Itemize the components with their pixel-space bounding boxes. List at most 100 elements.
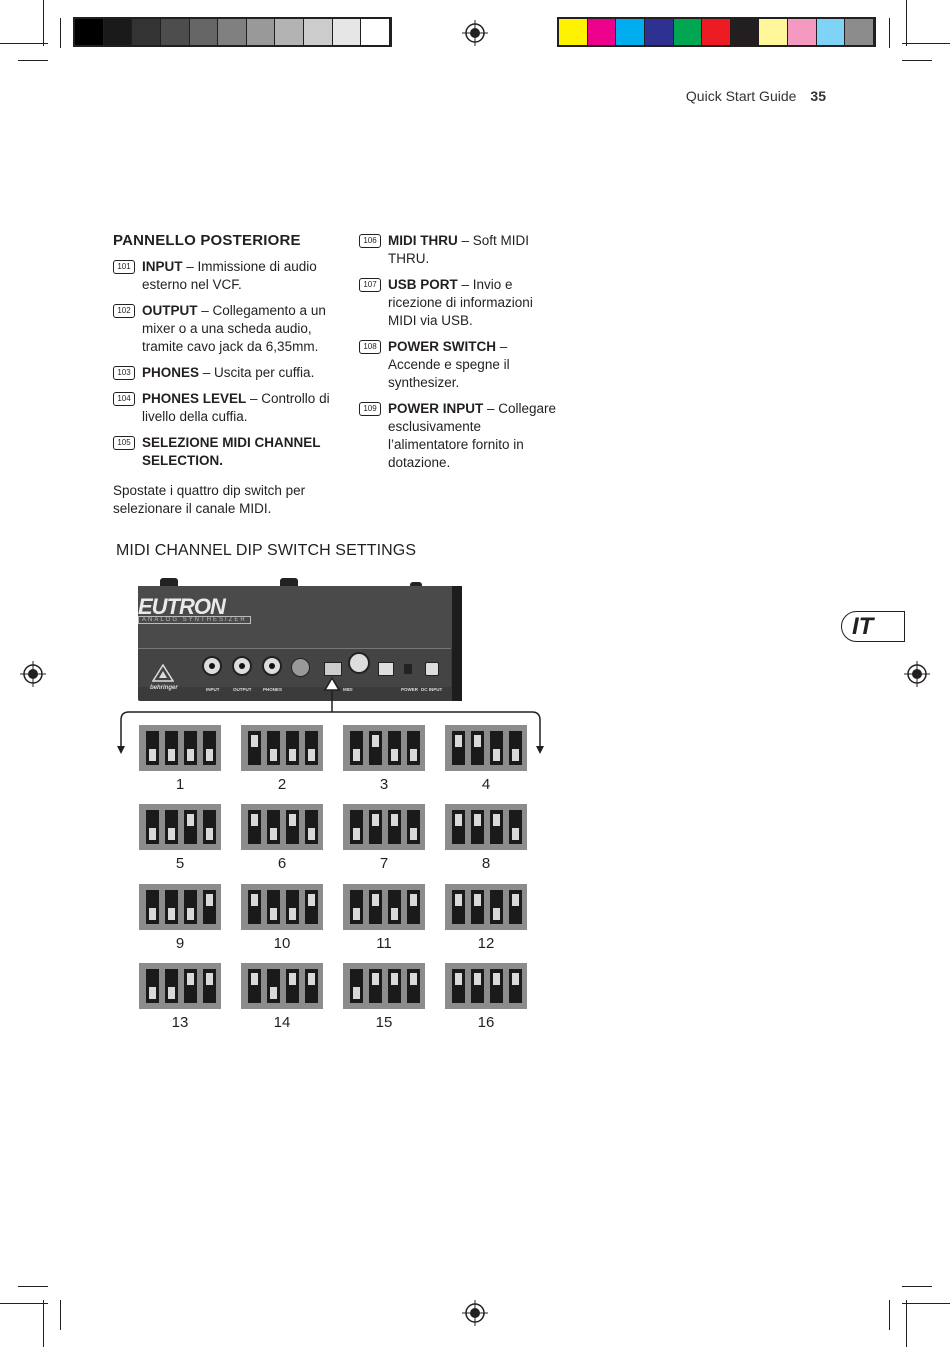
color-swatch (616, 19, 645, 45)
dip-switch-lever (474, 894, 481, 906)
dip-switch-lever (410, 973, 417, 985)
feature-term: POWER INPUT (388, 401, 484, 416)
dip-switch-lever (289, 814, 296, 826)
dip-switch (509, 731, 522, 765)
power-switch-icon (404, 664, 412, 674)
color-swatch (189, 19, 219, 45)
feature-description: – Collegamento a un mixer o a una scheda… (142, 303, 326, 354)
dip-switch (452, 890, 465, 924)
dip-switch (184, 969, 197, 1003)
dip-switch-lever (149, 828, 156, 840)
dip-switch-lever (410, 828, 417, 840)
dip-switch-setting (343, 804, 425, 850)
dip-switch-lever (308, 973, 315, 985)
output-jack-icon (232, 656, 252, 676)
dip-switch-lever (206, 749, 213, 761)
dip-switch-lever (474, 814, 481, 826)
selection-bracket (117, 676, 544, 754)
feature-description: – Uscita per cuffia. (199, 365, 315, 380)
dip-switch (165, 810, 178, 844)
midi-channel-number: 3 (379, 776, 389, 793)
color-swatch (132, 19, 161, 45)
dip-switch-lever (289, 973, 296, 985)
dip-switch-setting (445, 963, 527, 1009)
feature-term: PHONES (142, 365, 200, 380)
dip-switch (509, 810, 522, 844)
feature-number: 101 (113, 260, 135, 274)
dip-switch-lever (391, 973, 398, 985)
color-swatch (332, 19, 362, 45)
feature-description: – Soft MIDI THRU. (388, 233, 530, 266)
dip-switch (286, 969, 299, 1003)
dip-switch-lever (493, 908, 500, 920)
dip-switch (203, 890, 216, 924)
color-swatch (160, 19, 190, 45)
dip-switch (471, 890, 484, 924)
dip-switch-lever (353, 987, 360, 999)
dip-switch-lever (168, 987, 175, 999)
dip-switch-lever (289, 908, 296, 920)
dip-switch (248, 969, 261, 1003)
color-swatch (845, 19, 874, 45)
color-swatch (673, 19, 703, 45)
rear-panel-illustration: EUTRON ANALOG SYNTHESIZER behringer INPU… (138, 586, 462, 701)
registration-mark-icon (462, 1300, 488, 1326)
brand-label: behringer (150, 685, 178, 691)
dip-switch-lever (372, 973, 379, 985)
phones-jack-icon (262, 656, 282, 676)
dip-switch-setting (241, 725, 323, 771)
dip-switch (350, 731, 363, 765)
dip-switch (184, 731, 197, 765)
feature-description: – Controllo di livello della cuffia. (142, 391, 330, 424)
dip-switch (490, 810, 503, 844)
dip-switch (286, 810, 299, 844)
dip-switch (146, 890, 159, 924)
dip-switch-lever (493, 814, 500, 826)
midi-channel-number: 13 (171, 1014, 189, 1031)
feature-term: SELEZIONE MIDI CHANNEL SELECTION. (142, 435, 321, 468)
dip-switch (490, 731, 503, 765)
page-number: 35 (810, 88, 826, 104)
dip-switch-lever (206, 973, 213, 985)
dip-switch-lever (455, 973, 462, 985)
dip-switch-setting (343, 884, 425, 930)
feature-term: PHONES LEVEL (142, 391, 247, 406)
dip-switch (388, 810, 401, 844)
dip-switch-lever (455, 814, 462, 826)
feature-description: – Immissione di audio esterno nel VCF. (142, 259, 317, 292)
dip-switch (350, 969, 363, 1003)
feature-number: 107 (359, 278, 381, 292)
dip-switch (490, 890, 503, 924)
dip-switch-lever (308, 749, 315, 761)
dip-switch (286, 731, 299, 765)
dip-switch-lever (391, 908, 398, 920)
dip-switch (407, 890, 420, 924)
dip-switch (369, 731, 382, 765)
dip-switch (407, 731, 420, 765)
dip-switch (452, 969, 465, 1003)
dip-switch-lever (187, 814, 194, 826)
dip-switch (146, 810, 159, 844)
grayscale-bar (73, 17, 392, 47)
dip-switch-lever (512, 973, 519, 985)
midi-channel-number: 4 (481, 776, 491, 793)
feature-description: – Collegare esclusivamente l’alimentator… (388, 401, 557, 470)
dip-switch (388, 731, 401, 765)
dip-switch (184, 890, 197, 924)
dip-switch-lever (149, 987, 156, 999)
usb-port-icon (378, 662, 394, 676)
dip-switch-lever (270, 828, 277, 840)
dip-settings-title: MIDI CHANNEL DIP SWITCH SETTINGS (116, 542, 417, 559)
dip-switch (407, 810, 420, 844)
color-swatch (218, 19, 247, 45)
dip-switch (267, 731, 280, 765)
dip-switch-lever (353, 828, 360, 840)
feature-description: – Accende e spegne il synthesizer. (388, 339, 510, 390)
midi-channel-number: 7 (379, 855, 389, 872)
color-swatch (788, 19, 817, 45)
dip-switch-lever (353, 908, 360, 920)
guide-title: Quick Start Guide (685, 88, 797, 104)
